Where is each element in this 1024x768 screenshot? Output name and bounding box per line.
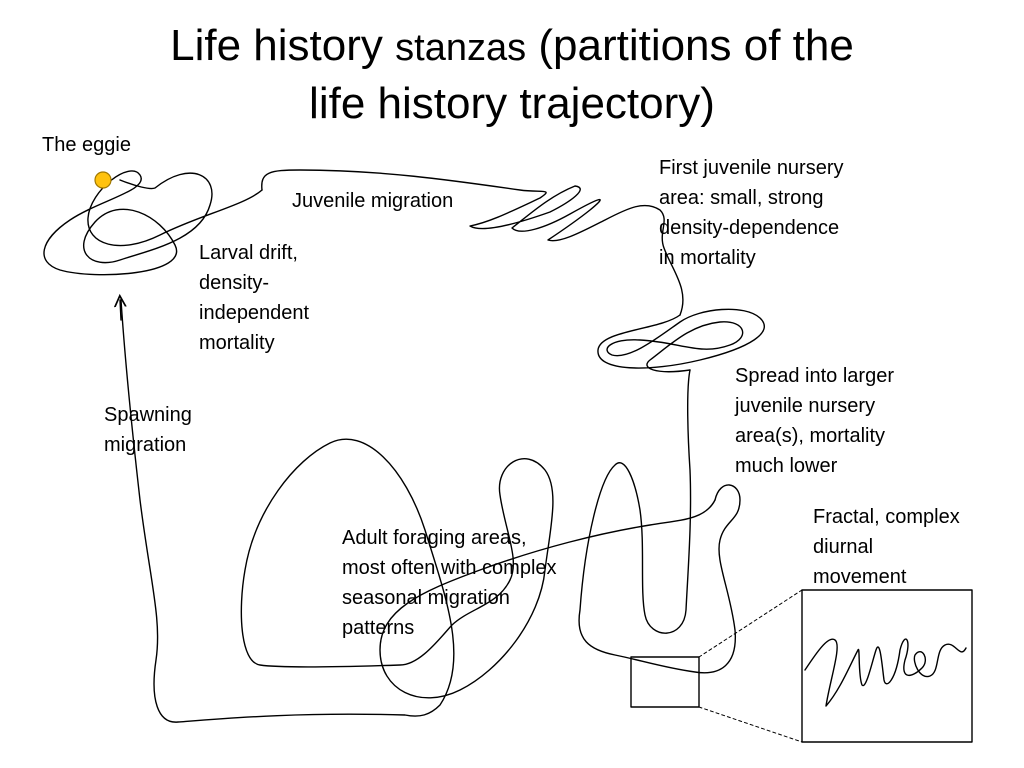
fractal-movement-path xyxy=(804,638,967,707)
title-text-c: (partitions of the xyxy=(538,21,854,70)
egg-marker xyxy=(94,171,112,189)
juvenile-migration-path xyxy=(261,169,684,316)
label-larval-drift: Larval drift, density- independent morta… xyxy=(199,242,310,354)
label-spawning-migration: Spawning migration xyxy=(104,404,192,456)
label-adult-foraging: Adult foraging areas, most often with co… xyxy=(342,527,557,639)
title-text-stanzas: stanzas xyxy=(395,27,527,69)
zoom-connector-bottom xyxy=(698,706,803,743)
first-nursery-path xyxy=(597,308,765,373)
label-first-nursery: First juvenile nursery area: small, stro… xyxy=(659,157,844,269)
adult-foraging-path xyxy=(120,299,716,723)
slide-title: Life history stanzas (partitions of the … xyxy=(0,18,1024,132)
fractal-inset-box xyxy=(801,589,973,743)
title-text-a: Life history xyxy=(170,21,383,70)
larval-drift-path xyxy=(43,170,263,276)
label-fractal: Fractal, complex diurnal movement xyxy=(813,506,960,588)
zoom-connector-top xyxy=(698,589,803,658)
label-eggie: The eggie xyxy=(42,134,131,156)
spawning-migration-arrow xyxy=(120,300,121,321)
label-juvenile-migration: Juvenile migration xyxy=(292,190,454,212)
label-spread-nursery: Spread into larger juvenile nursery area… xyxy=(735,365,894,477)
title-line-1: Life history stanzas (partitions of the xyxy=(0,18,1024,76)
spread-nursery-path xyxy=(578,369,741,674)
zoom-region-box xyxy=(630,656,700,708)
title-line-2: life history trajectory) xyxy=(309,79,715,128)
